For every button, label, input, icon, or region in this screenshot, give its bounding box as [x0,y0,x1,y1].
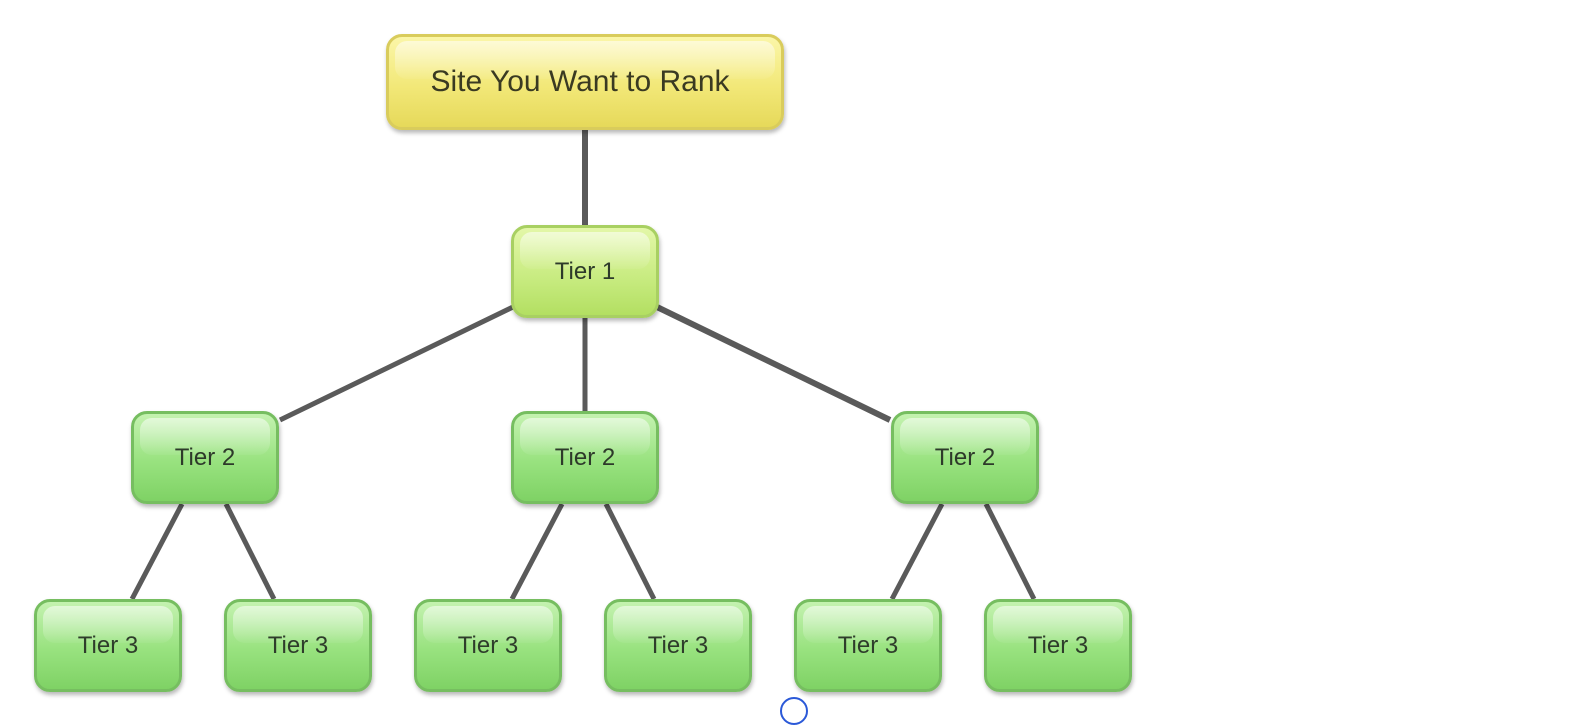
connector-tier2-left-tier3-a [129,502,185,601]
connector-tier1-tier2-right [655,304,892,423]
connector-tier2-left-tier3-b [223,502,277,601]
node-tier1: Tier 1 [511,225,659,318]
node-tier3-5: Tier 3 [794,599,942,692]
node-label: Site You Want to Rank [430,65,730,98]
node-tier3-2: Tier 3 [224,599,372,692]
node-label: Tier 2 [934,443,996,471]
node-tier3-1: Tier 3 [34,599,182,692]
node-label: Tier 3 [77,631,139,659]
node-tier2-right: Tier 2 [891,411,1039,504]
connector-tier2-right-tier3-b [983,502,1037,601]
node-tier3-6: Tier 3 [984,599,1132,692]
node-tier2-left: Tier 2 [131,411,279,504]
cursor-ring-icon [780,697,808,725]
node-site-to-rank: Site You Want to Rank [386,34,784,130]
connector-tier2-right-tier3-a [889,502,945,601]
node-label: Tier 2 [174,443,236,471]
connector-tier1-tier2-left [278,304,515,423]
connector-tier2-center-tier3-a [509,502,565,601]
node-label: Tier 3 [837,631,899,659]
node-label: Tier 3 [647,631,709,659]
node-label: Tier 1 [554,257,616,285]
node-label: Tier 3 [457,631,519,659]
node-tier3-3: Tier 3 [414,599,562,692]
node-tier2-center: Tier 2 [511,411,659,504]
node-label: Tier 3 [267,631,329,659]
node-label: Tier 3 [1027,631,1089,659]
node-label: Tier 2 [554,443,616,471]
connector-tier2-center-tier3-b [603,502,657,601]
node-tier3-4: Tier 3 [604,599,752,692]
